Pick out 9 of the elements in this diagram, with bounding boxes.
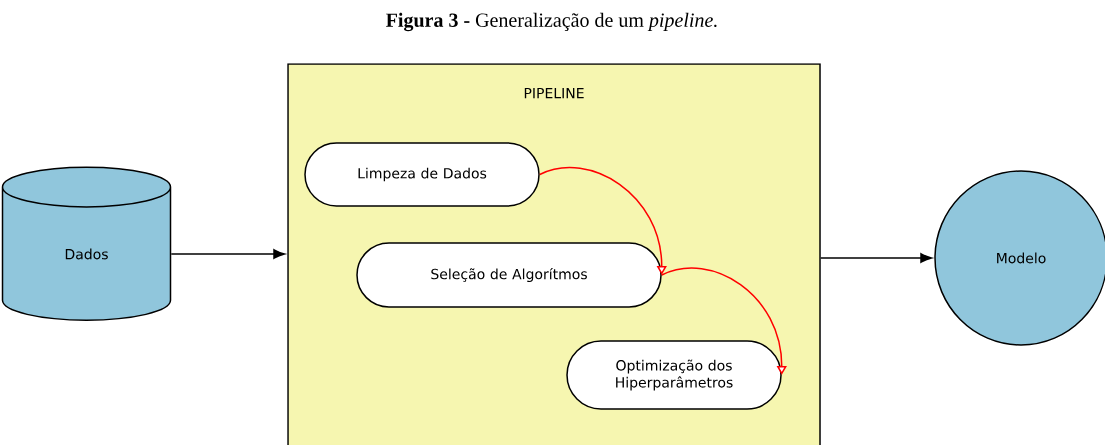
database-cylinder: Dados bbox=[1, 166, 172, 321]
arrow bbox=[661, 267, 787, 375]
arrow bbox=[820, 253, 933, 263]
arrow bbox=[539, 166, 667, 275]
arrow bbox=[170, 249, 286, 259]
process-pill: Limpeza de Dados bbox=[304, 142, 540, 207]
process-pill: Seleção de Algorítmos bbox=[356, 242, 662, 308]
caption-title: Figura 3 - Generalização de um pipeline. bbox=[386, 12, 717, 32]
process-pill: Optimização dos Hiperparâmetros bbox=[566, 340, 782, 410]
